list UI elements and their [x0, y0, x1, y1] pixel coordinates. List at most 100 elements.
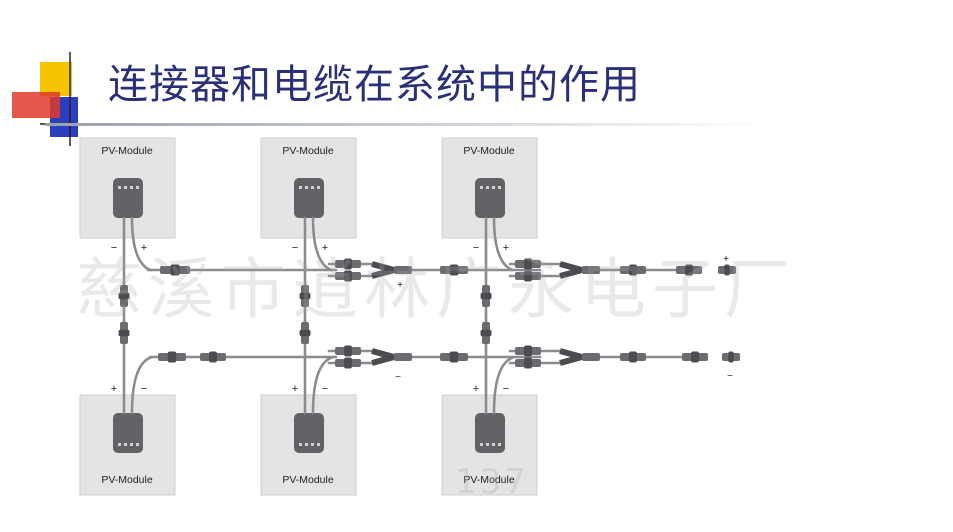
bottom-module-2-minus-lead: [311, 355, 335, 415]
bottom-y-branch-1-stem: [394, 353, 412, 361]
pv-module-top-1-terminal-dot: [136, 186, 139, 189]
pv-module-top-2-terminal-dot: [317, 186, 320, 189]
pv-module-top-1-terminal-dot: [130, 186, 133, 189]
pv-module-top-1-junction-box: [113, 178, 143, 218]
bottom-y-branch-2: [559, 348, 600, 366]
pv-module-top-3-junction-box: [475, 178, 505, 218]
bottom-module-1-minus-sign: −: [141, 383, 147, 395]
bottom-module-2-plus-connector-collar: [299, 329, 311, 337]
bottom-connector-2: [200, 351, 226, 363]
top-y-branch-1-stem: [394, 266, 412, 274]
top-module-1-minus-sign: −: [111, 242, 117, 254]
pv-module-bottom-3: PV-Module: [441, 394, 538, 496]
logo-red-square: [12, 92, 60, 118]
top-connector-4-collar: [449, 264, 459, 276]
pv-module-top-2-terminal-dot: [299, 186, 302, 189]
top-y-branch-plus-sign: +: [397, 280, 403, 291]
pv-module-bottom-3-terminal-dot: [480, 443, 483, 446]
top-y-branch-2-stem: [582, 266, 600, 274]
top-connector-3: [335, 270, 361, 282]
pv-module-bottom-3-terminal-dot: [486, 443, 489, 446]
top-module-1-minus-connector: [118, 285, 130, 307]
pv-module-bottom-1: PV-Module: [79, 394, 176, 496]
bottom-connector-9-collar: [691, 351, 699, 363]
top-end-connector: [718, 264, 736, 276]
top-module-3-plus-sign: +: [503, 242, 509, 254]
bottom-module-1-minus-lead: [130, 355, 154, 415]
top-end-connector-collar: [724, 264, 730, 276]
bottom-connector-6-collar: [524, 345, 532, 357]
top-connector-6: [515, 270, 541, 282]
top-connector-1-collar: [170, 264, 180, 276]
top-connector-7: [620, 264, 646, 276]
top-end-plus-sign: +: [723, 254, 729, 265]
bottom-module-2-minus-sign: −: [322, 383, 328, 395]
top-y-branch-1-fork: [371, 261, 397, 279]
bottom-module-3-plus-connector: [480, 322, 492, 344]
slide-title: 连接器和电缆在系统中的作用: [108, 62, 641, 108]
pv-module-bottom-2-terminal-dot: [305, 443, 308, 446]
pv-module-bottom-1-terminal-dot: [118, 443, 121, 446]
bottom-y-branch-1-fork: [371, 348, 397, 366]
pv-module-top-1-terminal-dot: [118, 186, 121, 189]
pv-module-bottom-2: PV-Module: [260, 394, 357, 496]
bottom-connector-5-collar: [449, 351, 459, 363]
bottom-connector-4-collar: [344, 357, 352, 369]
bottom-end-minus-sign: −: [727, 371, 733, 382]
bottom-module-3-minus-lead: [492, 355, 516, 415]
pv-module-top-3-terminal-dot: [498, 186, 501, 189]
bottom-connector-1: [158, 351, 186, 363]
pv-module-bottom-3-junction-box: [475, 413, 505, 453]
bottom-module-1-plus-connector-collar: [118, 329, 130, 337]
bottom-connector-4: [335, 357, 361, 369]
bottom-y-branch-minus-sign: −: [395, 372, 401, 383]
pv-module-top-3-terminal-dot: [480, 186, 483, 189]
pv-module-top-2-terminal-dot: [305, 186, 308, 189]
bottom-connector-3: [335, 345, 361, 357]
top-module-1-plus-sign: +: [141, 242, 147, 254]
bottom-connector-2-collar: [209, 351, 217, 363]
bottom-connector-9: [682, 351, 708, 363]
pv-module-top-1-label: PV-Module: [101, 145, 153, 157]
top-connector-8: [676, 264, 702, 276]
pv-module-top-2-label: PV-Module: [282, 145, 334, 157]
top-module-2-minus-connector-collar: [299, 292, 311, 300]
pv-module-bottom-3-label: PV-Module: [463, 474, 515, 486]
pv-module-bottom-3-terminal-dot: [498, 443, 501, 446]
top-module-2-plus-sign: +: [322, 242, 328, 254]
bottom-connector-8: [620, 351, 646, 363]
top-module-3-minus-sign: −: [473, 242, 479, 254]
top-connector-5-collar: [524, 258, 532, 270]
pv-module-top-1-terminal-dot: [124, 186, 127, 189]
bottom-module-2-plus-connector: [299, 322, 311, 344]
pv-module-bottom-3-terminal-dot: [492, 443, 495, 446]
cable-layer: [122, 216, 702, 415]
bottom-y-branch-2-stem: [582, 353, 600, 361]
bottom-y-branch-2-fork: [559, 348, 585, 366]
pv-module-bottom-1-label: PV-Module: [101, 474, 153, 486]
top-connector-2: [335, 258, 361, 270]
bottom-module-1-plus-connector: [118, 322, 130, 344]
bottom-module-2-plus-sign: +: [292, 383, 298, 395]
pv-module-top-2-junction-box: [294, 178, 324, 218]
pv-module-top-1: PV-Module: [79, 137, 176, 239]
connector-layer: [118, 258, 740, 369]
pv-module-bottom-2-terminal-dot: [299, 443, 302, 446]
pv-module-bottom-1-terminal-dot: [130, 443, 133, 446]
top-y-branch-2: [559, 261, 600, 279]
top-module-2-minus-sign: −: [292, 242, 298, 254]
pv-module-top-3: PV-Module: [441, 137, 538, 239]
pv-module-bottom-1-terminal-dot: [124, 443, 127, 446]
pv-module-bottom-2-junction-box: [294, 413, 324, 453]
top-connector-1: [160, 264, 190, 276]
pv-module-top-3-label: PV-Module: [463, 145, 515, 157]
top-connector-5: [515, 258, 541, 270]
pv-module-top-3-terminal-dot: [492, 186, 495, 189]
bottom-y-branch-1: [371, 348, 412, 366]
pv-module-bottom-1-junction-box: [113, 413, 143, 453]
bottom-module-3-plus-sign: +: [473, 383, 479, 395]
bottom-connector-7: [515, 357, 541, 369]
top-connector-6-collar: [524, 270, 532, 282]
bottom-end-connector: [722, 351, 740, 363]
